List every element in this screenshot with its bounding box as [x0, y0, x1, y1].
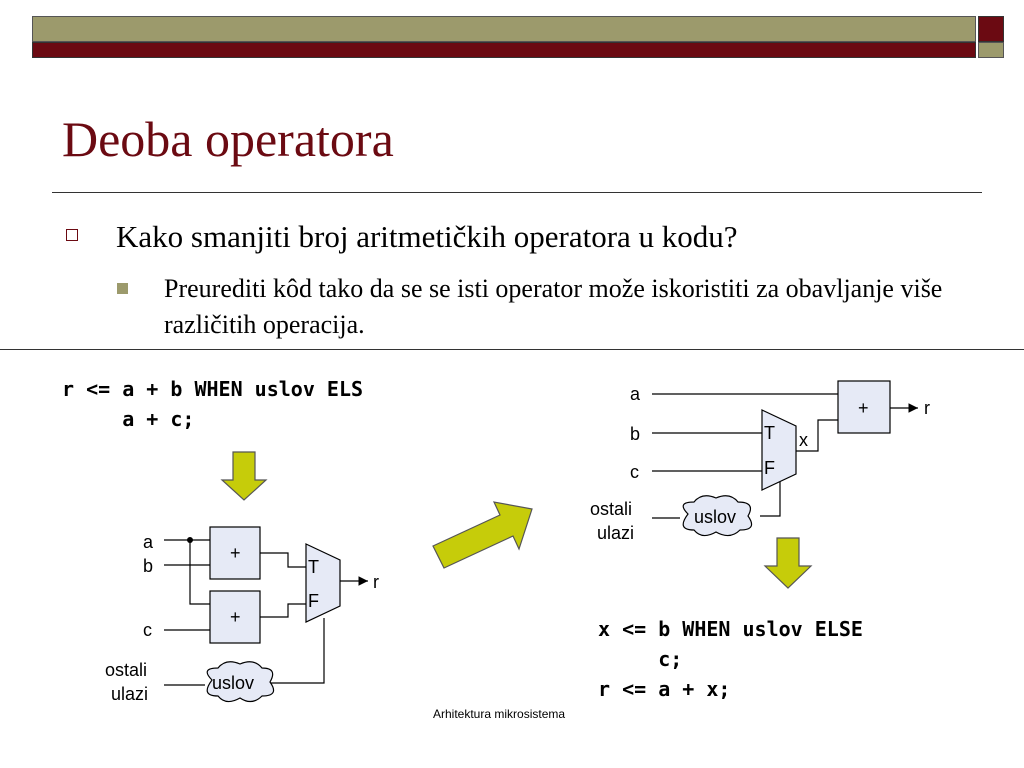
title-divider: [52, 192, 982, 193]
adder-top-symbol: +: [230, 543, 241, 563]
cloud-condition: [682, 495, 753, 537]
code-before: r <= a + b WHEN uslov ELS a + c;: [62, 377, 364, 431]
code-after: x <= b WHEN uslov ELSE c; r <= a + x;: [598, 617, 863, 701]
other-inputs-label-line2: ulazi: [111, 684, 148, 704]
bullet-level2-text: Preurediti kôd tako da se se isti operat…: [164, 274, 943, 339]
diagram-before: a b c ostali ulazi + + T F r uslov: [105, 526, 379, 704]
adder: [837, 380, 891, 434]
mux-false-label: F: [764, 458, 775, 478]
mux-true-label: T: [308, 557, 319, 577]
cloud-condition: [206, 661, 275, 703]
corner-square-olive: [978, 42, 1004, 58]
wire-x-label: x: [799, 430, 808, 450]
mux-false-label: F: [308, 591, 319, 611]
diagram-after: a b c ostali ulazi + T F x r uslov: [590, 380, 930, 543]
header-band-maroon: [32, 42, 976, 58]
arrow-down-icon: [763, 537, 813, 589]
other-inputs-label-line1: ostali: [105, 660, 147, 680]
arrow-diagonal-icon: [432, 501, 533, 569]
output-r-label: r: [373, 572, 379, 592]
mux: [761, 409, 797, 491]
footer-text: Arhitektura mikrosistema: [433, 707, 566, 721]
input-a-label: a: [630, 384, 641, 404]
adder-bottom-symbol: +: [230, 607, 241, 627]
slide-title: Deoba operatora: [62, 111, 394, 167]
bullet-filled-square-icon: [117, 283, 128, 294]
bullet-square-icon: [66, 229, 78, 241]
input-b-label: b: [630, 424, 640, 444]
adder-top: [209, 526, 261, 580]
other-inputs-label-line2: ulazi: [597, 523, 634, 543]
other-inputs-label-line1: ostali: [590, 499, 632, 519]
section-divider: [0, 349, 1024, 350]
mux: [305, 543, 341, 623]
bullet-level1-text: Kako smanjiti broj aritmetičkih operator…: [116, 219, 738, 254]
input-c-label: c: [143, 620, 152, 640]
corner-square-maroon: [978, 16, 1004, 42]
input-b-label: b: [143, 556, 153, 576]
cloud-condition-label: uslov: [212, 673, 254, 693]
output-r-label: r: [924, 398, 930, 418]
mux-true-label: T: [764, 423, 775, 443]
cloud-condition-label: uslov: [694, 507, 736, 527]
adder-bottom: [209, 590, 261, 644]
header-band-olive: [32, 16, 976, 42]
input-a-label: a: [143, 532, 154, 552]
arrow-down-icon: [220, 451, 268, 501]
input-c-label: c: [630, 462, 639, 482]
adder-symbol: +: [858, 398, 869, 418]
